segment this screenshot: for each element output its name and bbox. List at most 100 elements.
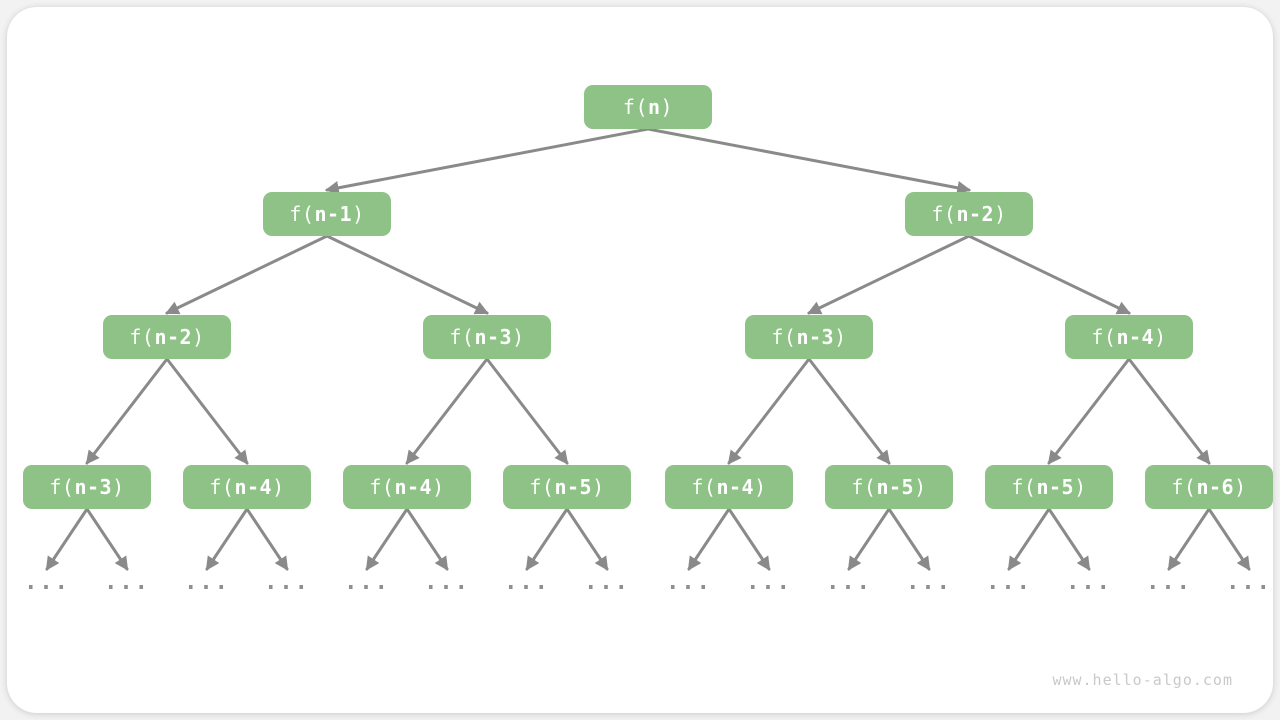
edge-arrow — [165, 357, 249, 465]
ellipsis-label: ... — [1066, 570, 1112, 595]
ellipsis-label: ... — [746, 570, 792, 595]
ellipsis-label: ... — [264, 570, 310, 595]
ellipsis-label: ... — [826, 570, 872, 595]
tree-node: f(n-5) — [825, 465, 953, 509]
node-label-pre: f( — [1171, 475, 1197, 499]
node-label-post: ) — [272, 475, 285, 499]
node-label-pre: f( — [691, 475, 717, 499]
edge-arrow — [807, 357, 891, 465]
tree-node: f(n-2) — [905, 192, 1033, 236]
edge-arrow — [687, 507, 731, 571]
node-label-arg: n-4 — [1116, 325, 1155, 349]
edge-arrow — [205, 507, 249, 571]
edge-arrow — [807, 234, 971, 315]
ellipsis-label: ... — [104, 570, 150, 595]
node-label-arg: n-4 — [394, 475, 433, 499]
node-label-post: ) — [112, 475, 125, 499]
tree-node: f(n-3) — [745, 315, 873, 359]
edge-arrow — [85, 507, 129, 571]
node-label-post: ) — [834, 325, 847, 349]
node-label-post: ) — [192, 325, 205, 349]
edge-arrow — [967, 234, 1131, 315]
ellipsis-label: ... — [24, 570, 70, 595]
node-label-post: ) — [512, 325, 525, 349]
tree-node: f(n) — [584, 85, 712, 129]
edge-arrow — [646, 127, 972, 195]
edge-arrow — [1127, 357, 1211, 465]
node-label-arg: n-5 — [554, 475, 593, 499]
tree-node: f(n-4) — [665, 465, 793, 509]
node-label-post: ) — [592, 475, 605, 499]
node-label-arg: n-6 — [1196, 475, 1235, 499]
node-label-arg: n-1 — [314, 202, 353, 226]
edge-arrow — [405, 507, 449, 571]
node-label-arg: n-3 — [474, 325, 513, 349]
node-label-post: ) — [432, 475, 445, 499]
figure-card: f(n)f(n-1)f(n-2)f(n-2)f(n-3)f(n-3)f(n-4)… — [7, 7, 1273, 713]
node-label-pre: f( — [289, 202, 315, 226]
tree-node: f(n-6) — [1145, 465, 1273, 509]
ellipsis-label: ... — [344, 570, 390, 595]
node-label-arg: n — [648, 95, 661, 119]
node-label-pre: f( — [129, 325, 155, 349]
tree-node: f(n-5) — [985, 465, 1113, 509]
watermark: www.hello-algo.com — [1052, 671, 1233, 689]
tree-node: f(n-3) — [23, 465, 151, 509]
ellipsis-label: ... — [504, 570, 550, 595]
node-label-pre: f( — [1091, 325, 1117, 349]
edge-arrow — [727, 357, 811, 465]
edge-arrow — [85, 357, 169, 465]
node-label-arg: n-4 — [234, 475, 273, 499]
node-label-arg: n-5 — [876, 475, 915, 499]
ellipsis-label: ... — [906, 570, 952, 595]
tree-node: f(n-4) — [343, 465, 471, 509]
node-label-pre: f( — [622, 95, 648, 119]
edge-arrow — [325, 234, 489, 315]
node-label-pre: f( — [851, 475, 877, 499]
node-label-arg: n-2 — [956, 202, 995, 226]
node-label-pre: f( — [369, 475, 395, 499]
node-label-post: ) — [1074, 475, 1087, 499]
node-label-arg: n-5 — [1036, 475, 1075, 499]
edge-arrow — [1047, 507, 1091, 571]
ellipsis-label: ... — [1146, 570, 1192, 595]
tree-node: f(n-2) — [103, 315, 231, 359]
tree-node: f(n-5) — [503, 465, 631, 509]
edge-arrow — [365, 507, 409, 571]
ellipsis-label: ... — [666, 570, 712, 595]
node-label-arg: n-3 — [74, 475, 113, 499]
edge-arrow — [525, 507, 569, 571]
node-label-post: ) — [1154, 325, 1167, 349]
node-label-post: ) — [994, 202, 1007, 226]
node-label-post: ) — [1234, 475, 1247, 499]
edge-arrow — [847, 507, 891, 571]
ellipsis-label: ... — [424, 570, 470, 595]
edge-arrow — [1047, 357, 1131, 465]
ellipsis-label: ... — [986, 570, 1032, 595]
ellipsis-label: ... — [584, 570, 630, 595]
node-label-pre: f( — [771, 325, 797, 349]
edge-arrow — [565, 507, 609, 571]
node-label-arg: n-4 — [716, 475, 755, 499]
node-label-post: ) — [660, 95, 674, 119]
node-label-post: ) — [914, 475, 927, 499]
node-label-pre: f( — [529, 475, 555, 499]
edge-arrow — [887, 507, 931, 571]
ellipsis-label: ... — [1226, 570, 1272, 595]
ellipsis-label: ... — [184, 570, 230, 595]
node-label-pre: f( — [449, 325, 475, 349]
node-label-pre: f( — [1011, 475, 1037, 499]
edge-arrow — [1007, 507, 1051, 571]
edge-arrow — [485, 357, 569, 465]
edge-arrow — [324, 127, 650, 195]
tree-node: f(n-1) — [263, 192, 391, 236]
edge-arrow — [1167, 507, 1211, 571]
tree-node: f(n-4) — [183, 465, 311, 509]
edge-arrow — [1207, 507, 1251, 571]
node-label-post: ) — [352, 202, 365, 226]
tree-node: f(n-4) — [1065, 315, 1193, 359]
node-label-pre: f( — [49, 475, 75, 499]
edge-arrow — [245, 507, 289, 571]
edge-arrow — [405, 357, 489, 465]
